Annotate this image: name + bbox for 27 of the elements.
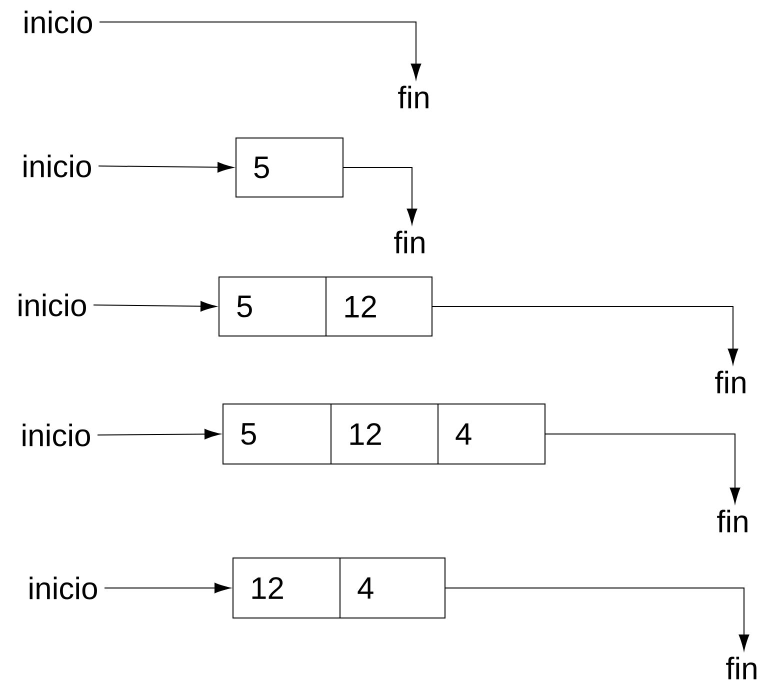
pointer-label: inicio: [24, 154, 91, 178]
elbow-arrow: [343, 167, 418, 225]
arrow: [98, 162, 234, 173]
list-cell: 4: [340, 558, 446, 618]
elbow-arrow: [445, 588, 750, 651]
end-label: fin: [394, 230, 424, 254]
list-cell: 5: [236, 138, 344, 198]
pointer-label: inicio: [18, 294, 86, 316]
pointer-label: inicio: [22, 424, 90, 446]
pointer-label: inicio: [30, 576, 97, 600]
end-label: fin: [717, 510, 748, 532]
end-label: fin: [715, 370, 746, 394]
elbow-arrow: [432, 306, 738, 365]
elbow-arrow: [99, 22, 422, 80]
elbow-arrow: [545, 434, 740, 504]
end-label: fin: [726, 656, 756, 680]
list-cell: 5: [222, 404, 332, 464]
arrow: [97, 428, 220, 440]
list-cell: 4: [438, 404, 546, 464]
arrow: [93, 301, 216, 312]
end-label: fin: [398, 86, 428, 108]
pointer-label: inicio: [24, 10, 92, 34]
list-cell: 12: [326, 276, 432, 336]
list-cell: 12: [330, 404, 438, 464]
arrow: [104, 582, 230, 594]
list-cell: 5: [218, 276, 326, 336]
list-cell: 12: [232, 558, 340, 618]
